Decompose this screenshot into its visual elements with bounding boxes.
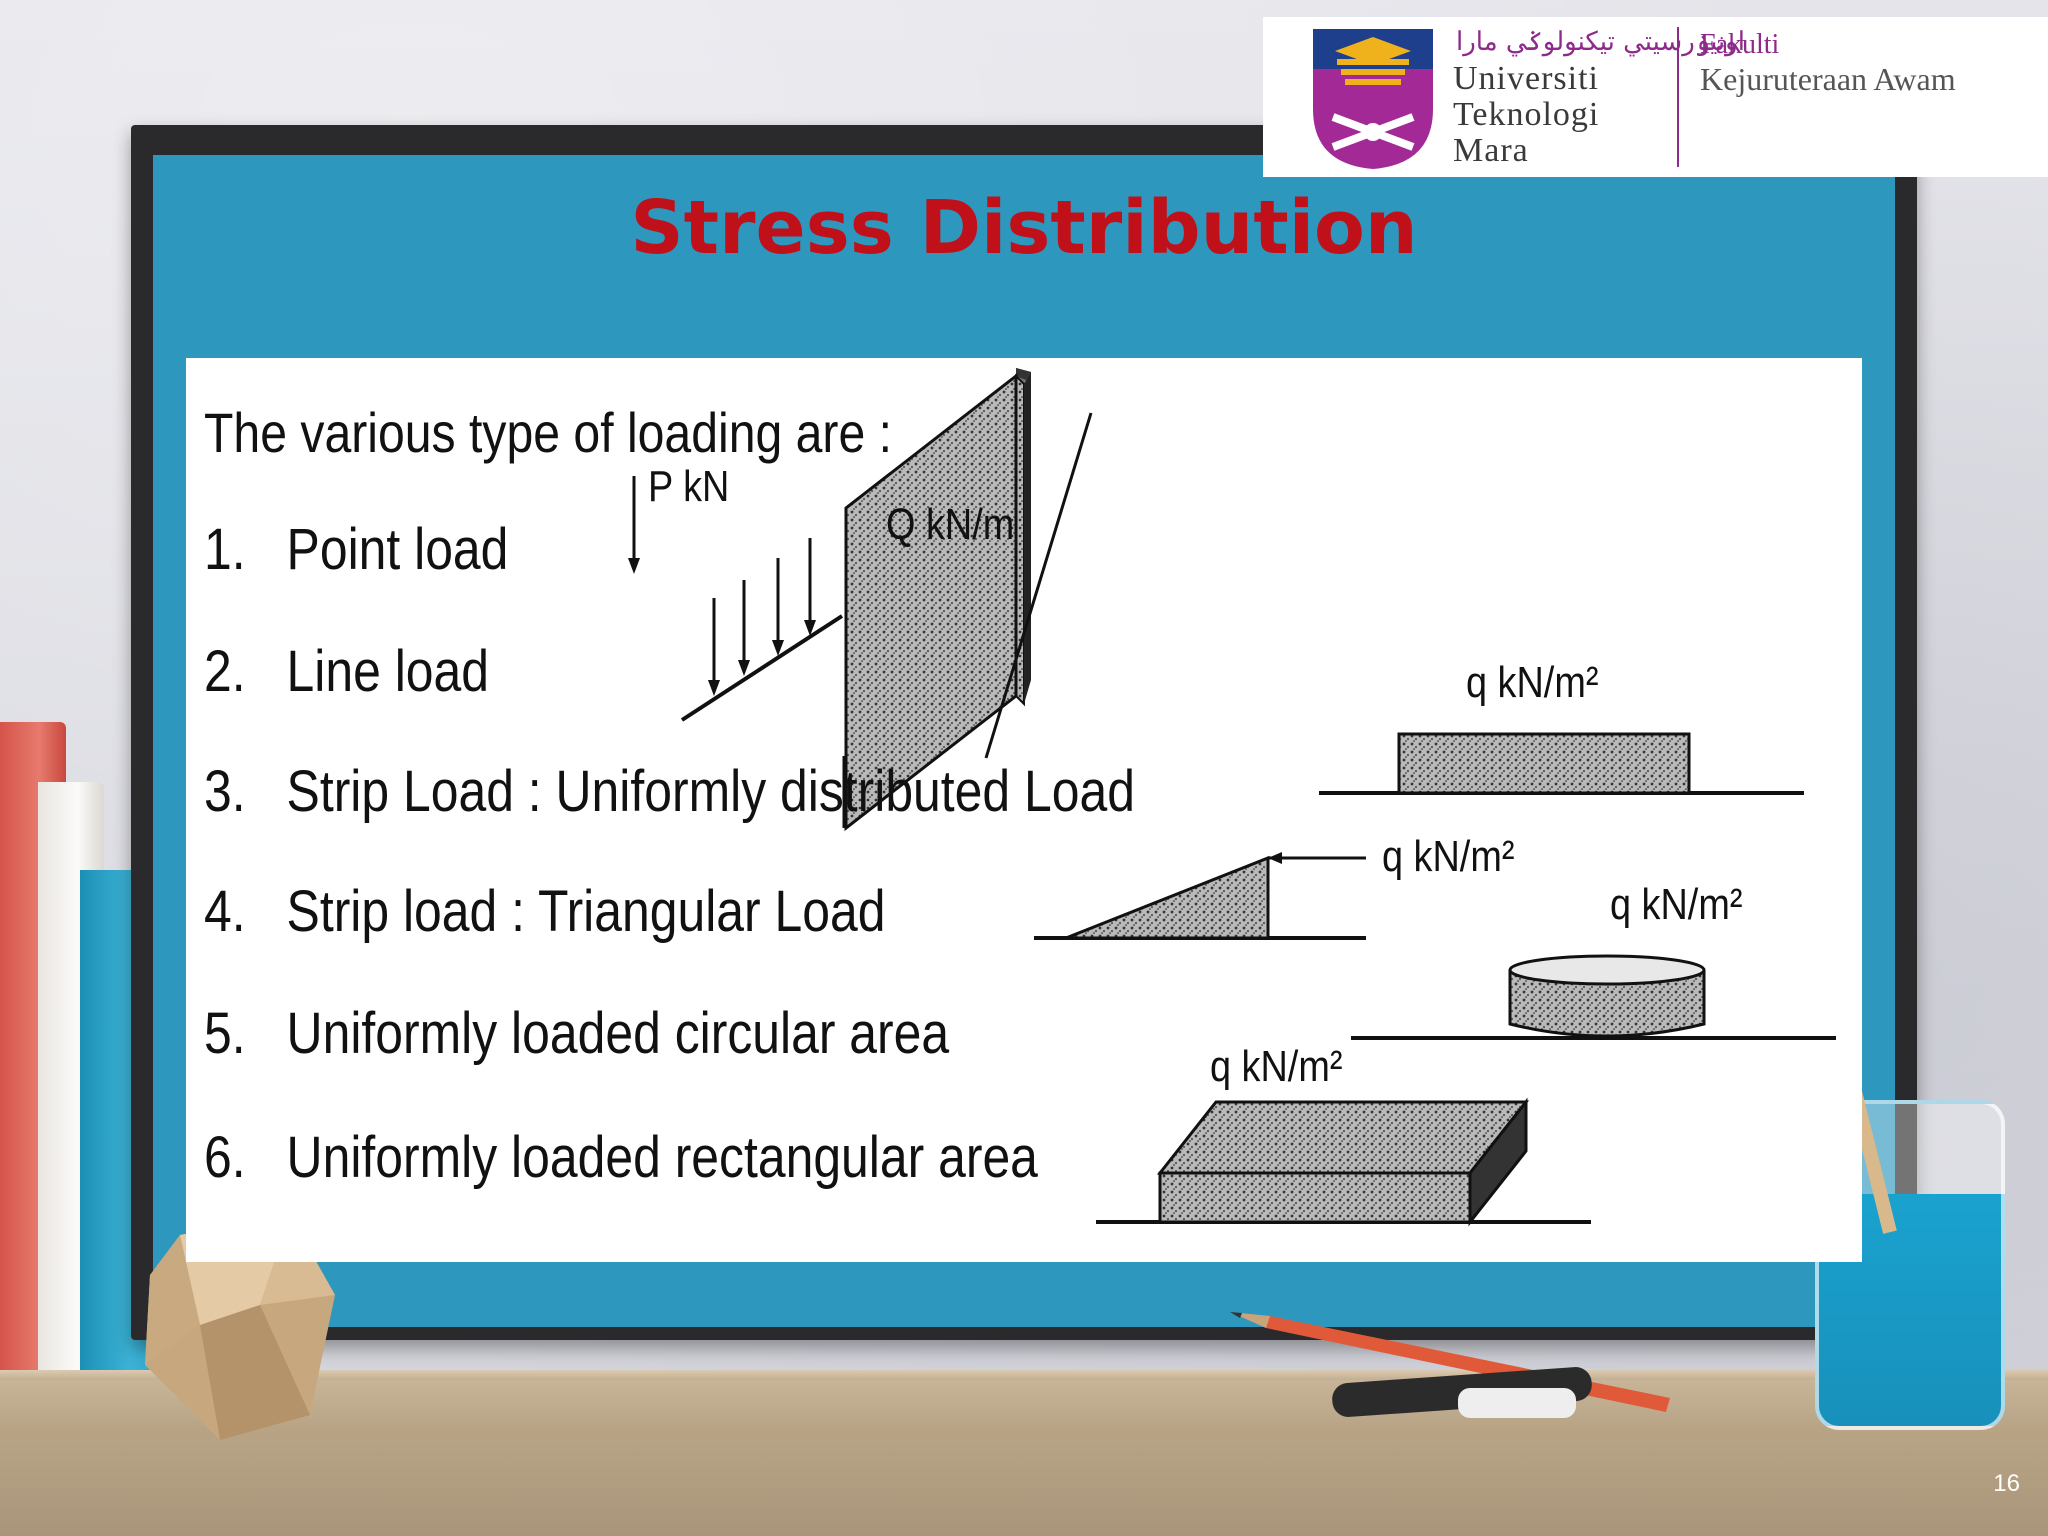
- strip-load-label: q kN/m²: [1466, 658, 1599, 707]
- desk: [0, 1370, 2048, 1536]
- logo-divider: [1677, 27, 1679, 167]
- loading-types-panel: The various type of loading are : 1. Poin…: [186, 358, 1862, 1262]
- line-load-wall: [842, 368, 1093, 832]
- circular-load-diagram: [1351, 954, 1836, 1040]
- intro-text: The various type of loading are :: [204, 401, 893, 464]
- faculty-name: Kejuruteraan Awam: [1700, 61, 1956, 97]
- eraser: [1458, 1388, 1576, 1418]
- loading-item: 3. Strip Load : Uniformly distributed Loa…: [204, 758, 1135, 825]
- item-number: 4.: [204, 879, 246, 944]
- faculty-label: Fakulti: [1700, 29, 1780, 60]
- item-text: Uniformly loaded rectangular area: [286, 1125, 1038, 1190]
- university-name-line: Teknologi: [1453, 96, 1600, 133]
- loading-item: 4. Strip load : Triangular Load: [204, 878, 885, 945]
- point-load-label: P kN: [648, 462, 730, 511]
- rectangular-load-label: q kN/m²: [1210, 1042, 1343, 1091]
- university-name-line: Mara: [1453, 132, 1529, 169]
- university-crest-icon: [1313, 29, 1433, 169]
- page-number: 16: [1993, 1470, 2020, 1497]
- item-text: Line load: [286, 639, 490, 704]
- item-number: 2.: [204, 639, 246, 704]
- item-text: Strip load : Triangular Load: [286, 879, 886, 944]
- university-jawi-name: اونيۏرسيتي تيكنولوݢي مارا: [1456, 27, 1745, 57]
- university-name: Universiti Teknologi Mara: [1453, 61, 1599, 169]
- loading-diagrams: [628, 368, 1836, 1227]
- triangular-load-label: q kN/m²: [1382, 832, 1515, 881]
- item-number: 1.: [204, 517, 246, 582]
- item-text: Strip Load : Uniformly distributed Load: [286, 759, 1135, 824]
- item-number: 3.: [204, 759, 246, 824]
- item-number: 6.: [204, 1125, 246, 1190]
- circular-load-label: q kN/m²: [1610, 880, 1743, 929]
- loading-item: 5. Uniformly loaded circular area: [204, 1000, 949, 1067]
- university-logo-banner: اونيۏرسيتي تيكنولوݢي مارا Universiti Tek…: [1263, 17, 2048, 177]
- strip-load-diagram: [1319, 732, 1804, 795]
- line-load-arrows: [680, 538, 844, 722]
- item-text: Uniformly loaded circular area: [286, 1001, 950, 1066]
- triangular-load-diagram: [1034, 852, 1366, 940]
- university-name-line: Universiti: [1453, 60, 1599, 97]
- loading-item: 1. Point load: [204, 516, 508, 583]
- rectangular-load-diagram: [1096, 1097, 1591, 1227]
- loading-item: 2. Line load: [204, 638, 489, 705]
- wooden-ornament-icon: [145, 1215, 335, 1440]
- line-load-label: Q kN/m: [886, 500, 1015, 549]
- slide-title: Stress Distribution: [630, 185, 1418, 271]
- loading-item: 6. Uniformly loaded rectangular area: [204, 1124, 1038, 1191]
- item-text: Point load: [286, 517, 509, 582]
- item-number: 5.: [204, 1001, 246, 1066]
- point-load-diagram: [628, 476, 640, 574]
